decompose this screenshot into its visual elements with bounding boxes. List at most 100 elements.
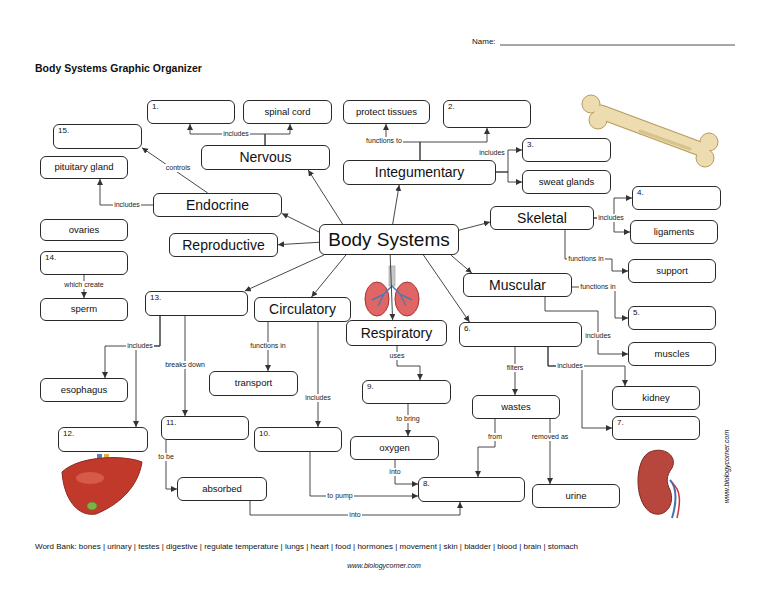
answer-box: 7. xyxy=(612,416,700,440)
term-box: wastes xyxy=(472,395,560,419)
edge-label: uses xyxy=(389,352,406,360)
edge-label: includes xyxy=(556,362,584,370)
edge-label: functions in xyxy=(579,283,616,291)
system-box: Nervous xyxy=(201,145,330,170)
node-label: urine xyxy=(565,491,586,502)
term-box: sperm xyxy=(40,298,128,321)
term-box: spinal cord xyxy=(243,100,332,124)
callout-number: 5. xyxy=(633,308,640,317)
edge-label: functions in xyxy=(249,342,286,350)
renal-vessel xyxy=(672,483,679,518)
term-box: transport xyxy=(209,371,298,396)
connector xyxy=(312,255,346,297)
node-label: Endocrine xyxy=(186,197,249,213)
connector xyxy=(105,316,160,378)
node-label: Respiratory xyxy=(361,325,433,341)
answer-box: 5. xyxy=(628,306,716,330)
answer-box: 13. xyxy=(145,291,248,316)
term-box: sweat glands xyxy=(522,170,611,194)
callout-number: 4. xyxy=(637,188,644,197)
node-label: wastes xyxy=(501,402,531,413)
edge-label: controls xyxy=(165,164,192,172)
term-box: ovaries xyxy=(40,219,128,241)
edge-label: to pump xyxy=(326,492,353,500)
callout-number: 3. xyxy=(527,140,534,149)
node-label: protect tissues xyxy=(356,107,417,118)
node-label: kidney xyxy=(642,393,669,404)
name-field-label: Name: xyxy=(472,37,496,46)
node-label: sperm xyxy=(71,304,97,315)
connector xyxy=(166,440,177,489)
system-box: Reproductive xyxy=(169,233,278,257)
edge-label: removed as xyxy=(531,433,570,441)
system-box: Circulatory xyxy=(254,297,351,322)
kidney-illustration xyxy=(638,450,679,518)
answer-box: 3. xyxy=(522,138,611,162)
connector xyxy=(142,148,208,193)
watermark: www.biologycorner.com xyxy=(347,562,421,569)
connector xyxy=(548,347,625,386)
node-label: Nervous xyxy=(239,149,291,165)
node-label: absorbed xyxy=(202,484,242,495)
term-box: absorbed xyxy=(177,477,267,501)
watermark: www.biologycorner.com xyxy=(723,429,730,503)
edge-label: to bring xyxy=(395,415,420,423)
node-label: ovaries xyxy=(69,225,100,236)
edge-label: into xyxy=(388,468,401,476)
kidney-shape xyxy=(638,450,673,514)
edge-label: includes xyxy=(222,130,250,138)
edge-label: which create xyxy=(63,281,104,289)
callout-number: 15. xyxy=(58,126,69,135)
node-label: ligaments xyxy=(654,227,695,238)
term-box: ligaments xyxy=(630,220,718,244)
node-label: esophagus xyxy=(61,385,107,396)
answer-box: 11. xyxy=(161,416,249,440)
answer-box: 12. xyxy=(58,427,148,452)
answer-box: 15. xyxy=(53,124,142,149)
node-label: spinal cord xyxy=(265,107,311,118)
answer-box: 10. xyxy=(254,427,342,452)
callout-number: 11. xyxy=(166,418,177,427)
answer-box: 8. xyxy=(418,477,525,502)
connector xyxy=(550,419,551,484)
gallbladder xyxy=(87,502,97,510)
connector xyxy=(136,316,160,427)
callout-number: 9. xyxy=(367,382,374,391)
answer-box: 9. xyxy=(362,380,451,404)
liver-shape xyxy=(62,458,142,515)
connector xyxy=(572,287,628,318)
answer-box: 4. xyxy=(632,186,721,210)
system-box: Skeletal xyxy=(490,206,594,230)
connector xyxy=(308,170,342,224)
term-box: protect tissues xyxy=(343,100,430,124)
callout-number: 14. xyxy=(45,253,56,262)
word-bank: Word Bank: bones | urinary | testes | di… xyxy=(35,542,578,551)
name-underline xyxy=(500,45,735,46)
system-box: Integumentary xyxy=(343,160,496,185)
edge-label: from xyxy=(487,433,503,441)
term-box: muscles xyxy=(628,342,716,366)
connector xyxy=(420,128,487,160)
answer-box: 14. xyxy=(40,251,128,275)
bone-shade xyxy=(640,131,690,149)
callout-number: 12. xyxy=(63,429,74,438)
page-title: Body Systems Graphic Organizer xyxy=(35,62,202,74)
connector xyxy=(318,322,319,427)
connector xyxy=(496,172,522,182)
term-box: urine xyxy=(532,484,620,508)
callout-number: 13. xyxy=(150,293,161,302)
callout-number: 2. xyxy=(448,102,455,111)
node-label: sweat glands xyxy=(539,177,594,188)
system-box: Muscular xyxy=(463,273,572,297)
bone-shaft-outline xyxy=(601,112,703,150)
callout-number: 10. xyxy=(259,429,270,438)
connector xyxy=(565,230,628,271)
answer-box: 2. xyxy=(443,100,531,128)
edge-label: to be xyxy=(157,453,175,461)
system-box: Respiratory xyxy=(346,320,447,346)
term-box: kidney xyxy=(612,386,700,410)
connector xyxy=(397,346,420,380)
node-label: Reproductive xyxy=(182,237,265,253)
